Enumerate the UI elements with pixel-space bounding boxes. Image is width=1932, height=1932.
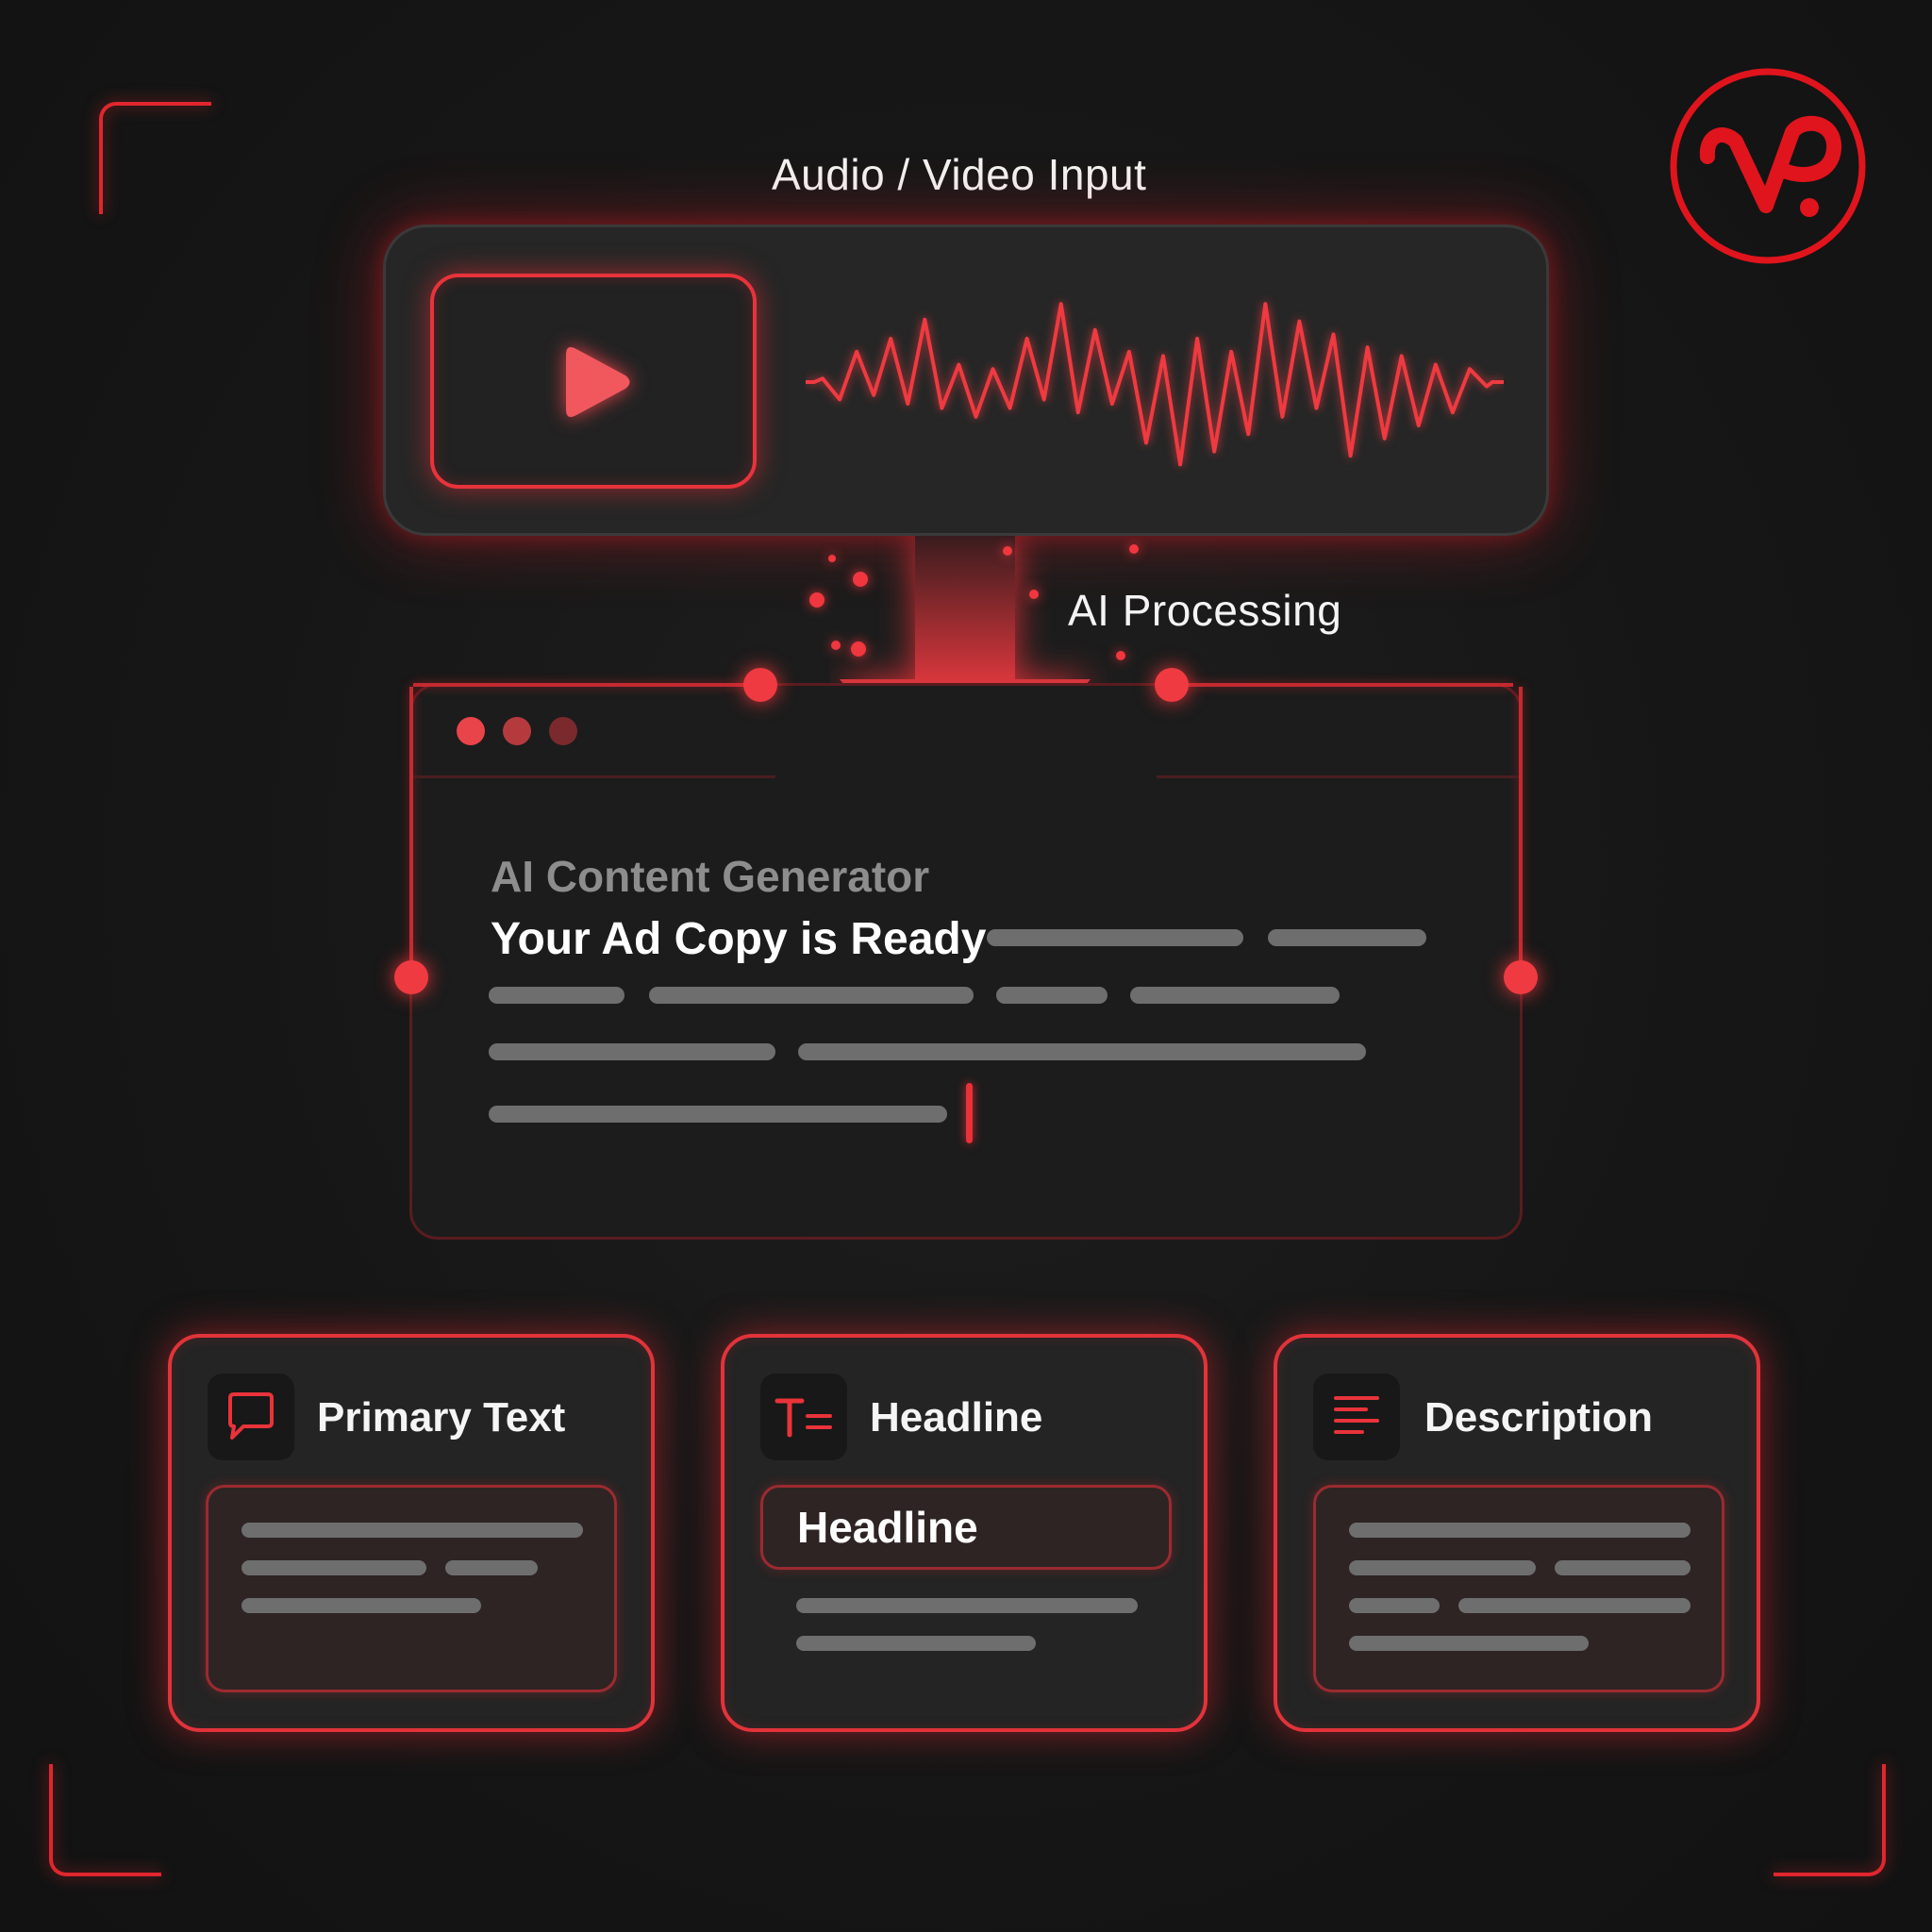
text-placeholder-line — [1130, 987, 1340, 1004]
window-header-divider — [413, 775, 775, 778]
text-placeholder-line — [489, 1043, 775, 1060]
card-title: Description — [1424, 1394, 1654, 1441]
connector-node — [1504, 960, 1538, 994]
text-placeholder-line — [996, 987, 1108, 1004]
text-placeholder-line — [1349, 1636, 1589, 1651]
headline-field[interactable]: Headline — [760, 1485, 1172, 1570]
connector-node — [1155, 668, 1189, 702]
window-top-border-right — [1172, 683, 1513, 687]
window-maximize-dot[interactable] — [549, 717, 577, 745]
connector-node — [394, 960, 428, 994]
waveform-icon — [806, 302, 1504, 467]
description-field[interactable] — [1313, 1485, 1724, 1692]
connector-node — [743, 668, 777, 702]
window-right-border — [1519, 687, 1523, 970]
text-placeholder-line — [1349, 1598, 1440, 1613]
headline-field-label: Headline — [797, 1503, 978, 1552]
text-placeholder-line — [489, 1106, 947, 1123]
frame-corner-bottom-left — [49, 1764, 161, 1876]
text-placeholder-line — [649, 987, 974, 1004]
paragraph-lines-icon — [1313, 1374, 1400, 1460]
brand-logo-icon — [1670, 68, 1866, 264]
frame-corner-bottom-right — [1774, 1764, 1886, 1876]
speech-bubble-icon — [208, 1374, 294, 1460]
processing-label: AI Processing — [1068, 586, 1342, 635]
window-close-dot[interactable] — [457, 717, 485, 745]
primary-text-field[interactable] — [206, 1485, 617, 1692]
window-left-border — [409, 687, 413, 970]
text-placeholder-line — [1458, 1598, 1690, 1613]
text-placeholder-line — [987, 929, 1243, 946]
text-placeholder-line — [798, 1043, 1366, 1060]
text-placeholder-line — [489, 987, 625, 1004]
text-placeholder-line — [445, 1560, 538, 1575]
input-label: Audio / Video Input — [772, 150, 1147, 199]
text-placeholder-line — [1555, 1560, 1690, 1575]
text-placeholder-line — [1349, 1523, 1690, 1538]
text-placeholder-line — [242, 1523, 583, 1538]
text-placeholder-line — [1349, 1560, 1536, 1575]
down-arrow-icon — [840, 536, 1091, 828]
text-placeholder-line — [796, 1598, 1138, 1613]
video-player[interactable] — [430, 274, 757, 489]
text-format-icon — [760, 1374, 847, 1460]
frame-corner-top-left — [99, 102, 211, 214]
play-icon[interactable] — [434, 277, 755, 487]
status-title: Your Ad Copy is Ready — [491, 914, 987, 964]
text-placeholder-line — [242, 1598, 481, 1613]
window-header-divider — [1157, 775, 1519, 778]
text-cursor — [966, 1083, 973, 1143]
text-placeholder-line — [796, 1636, 1036, 1651]
text-placeholder-line — [242, 1560, 426, 1575]
window-top-border-left — [413, 683, 772, 687]
app-name: AI Content Generator — [491, 852, 930, 901]
window-minimize-dot[interactable] — [503, 717, 531, 745]
card-title: Headline — [870, 1394, 1043, 1441]
text-placeholder-line — [1268, 929, 1426, 946]
card-title: Primary Text — [317, 1394, 566, 1441]
